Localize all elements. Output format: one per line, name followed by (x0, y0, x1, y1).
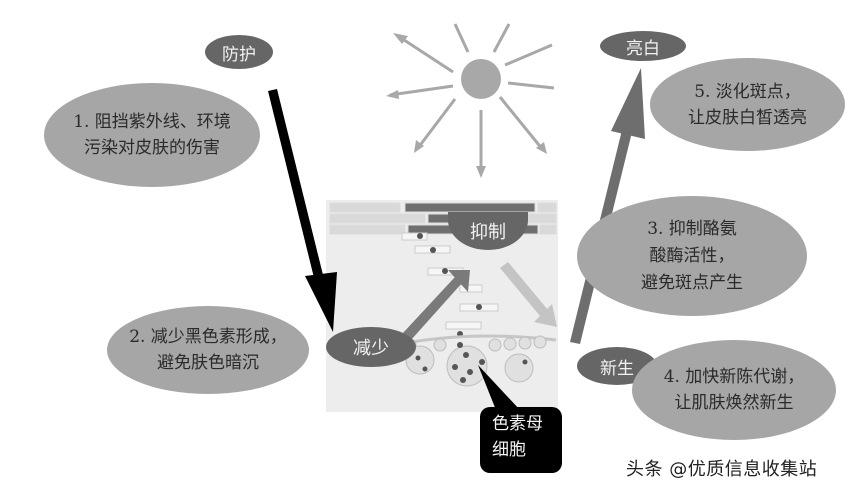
melanocyte-cells (394, 334, 557, 387)
bubble-4-line-2: 让肌肤焕然新生 (674, 393, 794, 413)
callout-line-1: 色素母 (492, 414, 543, 434)
bubble-1-line-1: 1. 阻挡紫外线、环境 (73, 112, 231, 132)
label-protect: 防护 (205, 35, 273, 69)
bubble-3-line-1: 3. 抑制酪氨 (647, 218, 737, 239)
label-brighten: 亮白 (600, 31, 686, 61)
sun-icon (389, 23, 555, 172)
watermark: 头条 @优质信息收集站 (626, 459, 818, 480)
bubble-3-line-3: 避免斑点产生 (641, 272, 743, 293)
label-reduce: 减少 (326, 327, 416, 367)
callout-line-2: 细胞 (492, 440, 526, 460)
callout-tail (478, 365, 520, 410)
bubble-2-line-1: 2. 减少黑色素形成， (129, 327, 287, 347)
bubble-1-block-uv: 1. 阻挡紫外线、环境 污染对皮肤的伤害 (44, 83, 260, 187)
bubble-3-line-2: 酸酶活性， (649, 245, 735, 266)
inhibit-arrow (500, 262, 557, 327)
bubble-4-metabolism: 4. 加快新陈代谢， 让肌肤焕然新生 (632, 340, 836, 440)
bubble-2-line-2: 避免肤色暗沉 (157, 353, 259, 373)
reduce-arrow (402, 270, 470, 340)
bubble-1-line-2: 污染对皮肤的伤害 (84, 138, 220, 158)
bubble-4-line-1: 4. 加快新陈代谢， (663, 367, 805, 387)
bubble-5-line-1: 5. 淡化斑点， (694, 81, 801, 102)
bubble-3-inhibit-tyrosinase: 3. 抑制酪氨 酸酶活性， 避免斑点产生 (577, 196, 807, 316)
melanocyte-callout: 色素母 细胞 (480, 407, 562, 473)
bubble-5-fade-spots: 5. 淡化斑点， 让皮肤白皙透亮 (650, 58, 845, 151)
bubble-5-line-2: 让皮肤白皙透亮 (688, 107, 807, 128)
protect-arrow (268, 89, 337, 332)
bubble-2-reduce-melanin: 2. 减少黑色素形成， 避免肤色暗沉 (107, 306, 309, 394)
